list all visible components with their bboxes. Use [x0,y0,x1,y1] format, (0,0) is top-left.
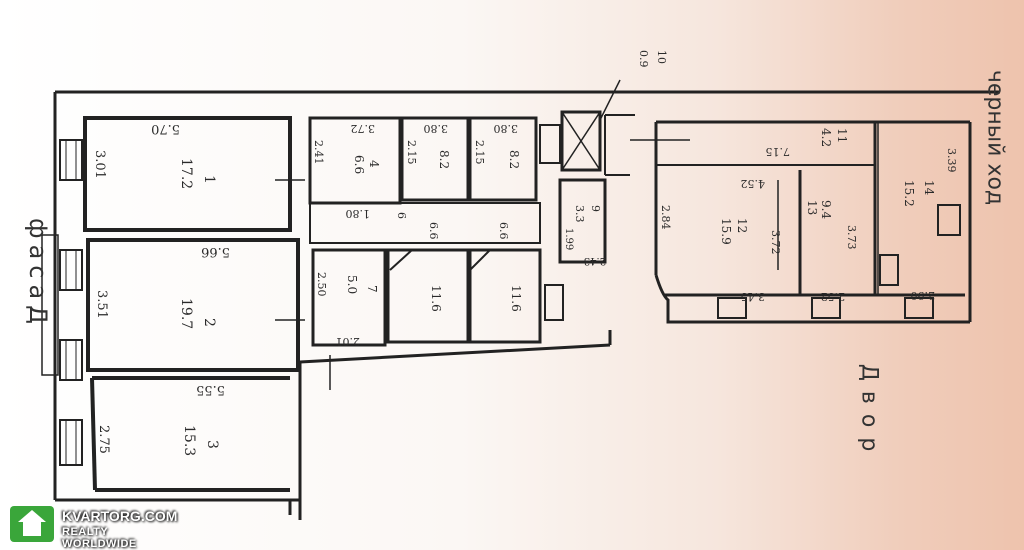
watermark-tagline: REALTY WORLDWIDE [62,526,137,550]
room-2: 5.66 3.51 2 19.7 [94,244,230,329]
room-13-number: 13 [805,200,819,215]
room-12-area: 15.9 [719,218,733,245]
room-14-dim-bottom: 2.90 [911,289,936,302]
room-12-dim-mid: 3.72 [769,230,782,255]
room-7-dim-side: 2.50 [315,272,328,297]
room-5b-dim-top: 3.80 [494,122,519,135]
walls [41,79,1000,520]
room-13: 13 9.4 3.73 2.52 [805,200,858,303]
room-1-area: 17.2 [178,158,194,189]
room-3-number: 3 [204,440,220,449]
facade-label: фасаД [23,218,52,330]
room-3: 5.55 2.75 3 15.3 [96,382,225,456]
corridor-area: 6.6 [427,222,440,240]
room-11-dim-2: 4.52 [741,177,766,190]
room-9-number: 9 [589,205,602,212]
room-14-number: 14 [922,180,936,196]
room-9: 9 3.3 1.99 2.43 [563,205,606,266]
room-12-number: 12 [735,218,749,233]
room-1-number: 1 [201,175,217,184]
room-7-area: 5.0 [345,275,359,294]
room-12-dim-bottom: 3.45 [741,290,766,303]
room-5b: 3.80 2.15 8.2 [473,122,521,169]
room-9-dim-bottom: 2.43 [584,255,606,266]
room-2-area: 19.7 [178,298,194,329]
room-8b-area: 11.6 [509,285,523,312]
corridor-area-2: 6.6 [497,222,510,240]
room-5b-area: 8.2 [507,150,521,169]
room-4-area: 6.6 [352,155,366,174]
room-1-dim-top: 5.70 [151,121,180,136]
room-8a-area: 11.6 [429,285,443,312]
room-3-area: 15.3 [181,425,197,456]
room-3-dim-top: 5.55 [196,382,225,397]
room-11: 11 4.2 7.15 4.52 [741,128,850,190]
room-7-dim-bottom: 2.01 [336,335,361,348]
room-12-dim-side: 2.84 [659,205,672,230]
room-12: 2.84 12 15.9 3.72 3.45 [659,205,782,303]
room-13-dim-bottom: 2.52 [821,290,846,303]
room-9-area: 3.3 [573,205,586,223]
room-2-dim-side: 3.51 [94,290,109,319]
room-1-dim-side: 3.01 [92,150,107,179]
room-3-dim-side: 2.75 [96,425,111,454]
room-5a-dim-top: 3.80 [424,122,449,135]
room-7-number: 7 [365,285,379,293]
corridor-dim: 1.80 [346,207,371,220]
room-13-area: 9.4 [819,200,833,219]
room-5a-dim-side: 2.15 [405,140,418,165]
watermark-logo: KVARTORG.COM REALTY WORLDWIDE [6,504,186,550]
room-11-number: 11 [835,128,849,143]
room-14: 14 15.2 3.39 2.90 [902,148,958,302]
room-7: 2.50 7 5.0 2.01 [315,272,379,348]
room-4-number: 4 [367,160,381,168]
room-2-number: 2 [201,318,217,327]
watermark-name: KVARTORG.COM [62,508,178,524]
room-5a-area: 8.2 [437,150,451,169]
house-icon [10,506,54,542]
room-10-area: 0.9 [637,50,650,68]
room-13-dim-side: 3.73 [845,225,858,250]
yard-label: Двор [856,363,882,462]
room-10: 10 0.9 [637,50,668,68]
room-5b-dim-side: 2.15 [473,140,486,165]
back-entrance-label: черный ход [982,69,1008,206]
room-8: 11.6 11.6 [429,285,523,312]
room-1: 5.70 3.01 1 17.2 [92,121,217,189]
room-11-area: 4.2 [819,128,833,147]
room-14-dim-side: 3.39 [945,148,958,173]
room-9-dim: 1.99 [563,228,574,250]
corridor-number: 6 [395,212,408,219]
room-5a: 3.80 2.15 8.2 [405,122,451,169]
room-4: 3.72 2.41 4 6.6 [312,122,381,174]
room-2-dim-top: 5.66 [201,244,230,259]
room-10-number: 10 [655,50,668,64]
room-4-dim-side: 2.41 [312,140,325,165]
room-11-dim: 7.15 [766,145,791,158]
corridor-6: 1.80 6 6.6 6.6 [346,207,511,240]
room-4-dim-top: 3.72 [351,122,376,135]
room-14-area: 15.2 [902,180,916,207]
